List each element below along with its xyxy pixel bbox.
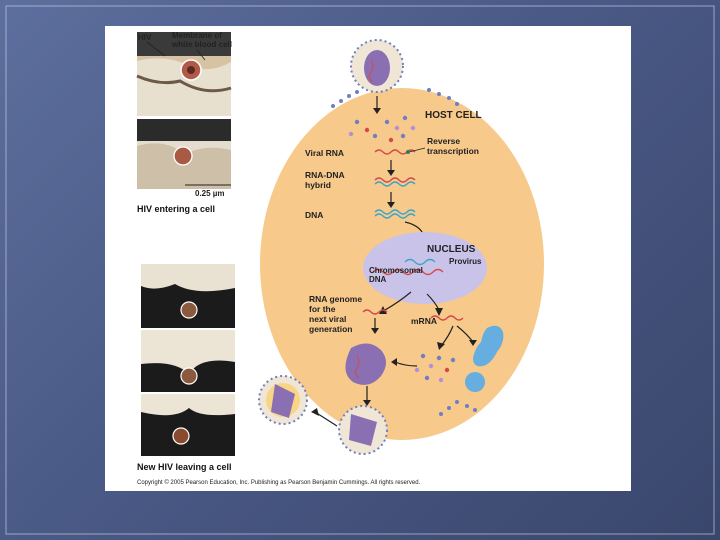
photo-leaving-3 — [141, 394, 235, 456]
label-nucleus: NUCLEUS — [427, 244, 476, 255]
label-membrane-line2: white blood cell — [171, 40, 232, 49]
virus-entering — [351, 40, 403, 92]
rna-genome-line2: for the — [309, 304, 336, 314]
label-mrna: mRNA — [411, 316, 437, 326]
label-hiv: HIV — [138, 33, 152, 42]
label-host-cell: HOST CELL — [425, 110, 482, 121]
caption-leaving: New HIV leaving a cell — [137, 462, 232, 472]
rna-genome-line1: RNA genome — [309, 294, 362, 304]
rna-dna-hybrid-line1: RNA-DNA — [305, 170, 345, 180]
rna-dna-hybrid-line2: hybrid — [305, 180, 331, 190]
label-provirus: Provirus — [449, 257, 482, 266]
photo-entering-bottom — [137, 119, 231, 189]
reverse-transcription-line1: Reverse — [427, 136, 460, 146]
label-membrane: Membrane of white blood cell — [171, 31, 232, 49]
chromosomal-dna-line2: DNA — [369, 275, 387, 284]
caption-entering: HIV entering a cell — [137, 204, 215, 214]
label-membrane-line1: Membrane of — [172, 31, 222, 40]
label-dna: DNA — [305, 210, 323, 220]
protein-vesicle — [465, 372, 485, 392]
virus-released — [259, 376, 307, 424]
scale-bar-label: 0.25 µm — [195, 189, 225, 198]
chromosomal-dna-line1: Chromosomal — [369, 266, 423, 275]
rna-genome-line4: generation — [309, 324, 352, 334]
photo-leaving-1 — [141, 264, 235, 328]
virus-budding — [339, 406, 387, 454]
rna-genome-line3: next viral — [309, 314, 346, 324]
copyright-text: Copyright © 2005 Pearson Education, Inc.… — [137, 479, 421, 486]
label-viral-rna: Viral RNA — [305, 148, 344, 158]
photo-leaving-2 — [141, 330, 235, 392]
hiv-life-cycle-figure: HIV Membrane of white blood cell 0.25 µm… — [105, 26, 631, 491]
reverse-transcription-line2: transcription — [427, 146, 479, 156]
